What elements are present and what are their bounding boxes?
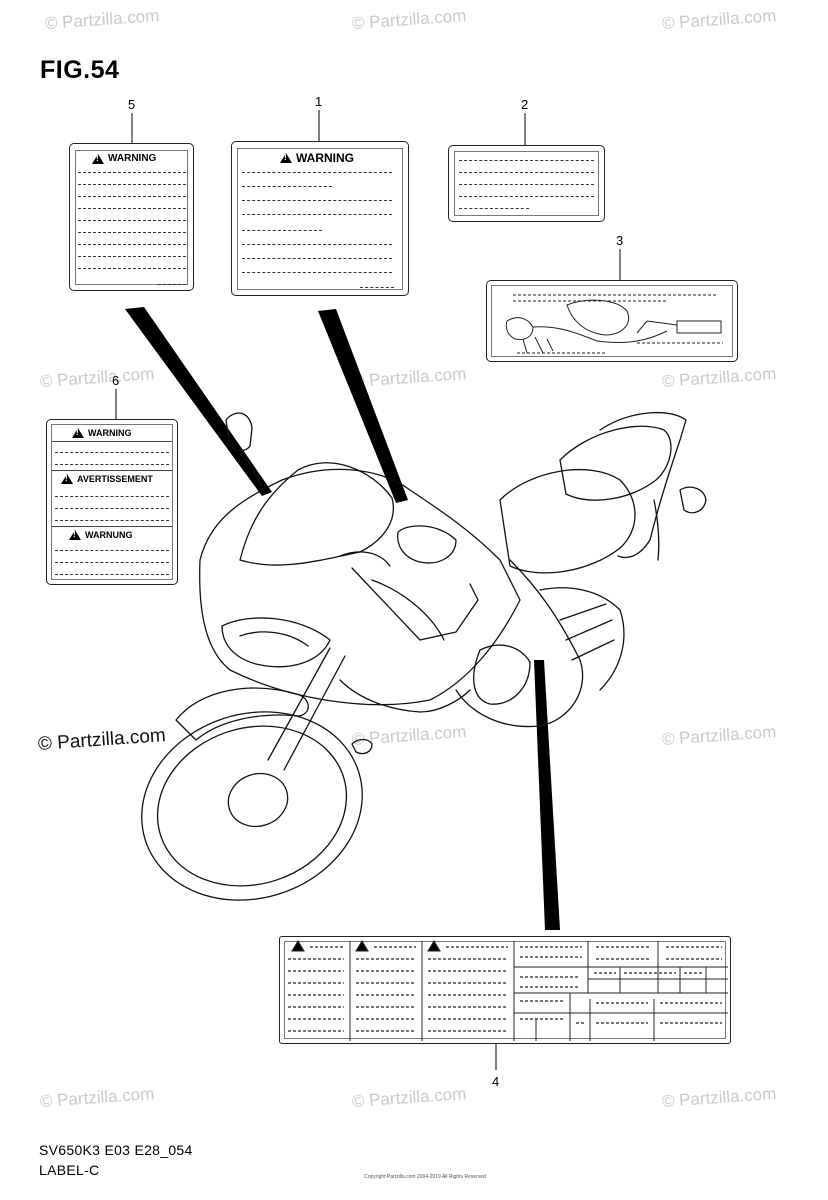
label-6-heading-fr: AVERTISSEMENT (61, 474, 153, 484)
label-4-card (279, 936, 731, 1044)
hose-routing-diagram (505, 294, 723, 354)
figure-title: FIG.54 (40, 56, 120, 84)
callout-4: 4 (492, 1074, 500, 1089)
callout-1: 1 (315, 94, 323, 109)
label-6-heading-en-text: WARNING (88, 428, 132, 438)
label-5-heading-text: WARNING (108, 153, 157, 164)
label-6-heading-fr-text: AVERTISSEMENT (77, 474, 153, 484)
callout-3: 3 (616, 233, 624, 248)
motorcycle-outline (141, 411, 707, 901)
drawing-code: SV650K3 E03 E28_054 (39, 1142, 193, 1158)
warning-triangle-icon (61, 474, 73, 484)
warning-triangle-icon (72, 428, 84, 438)
callout-6: 6 (112, 373, 120, 388)
warning-triangle-icon (69, 530, 81, 540)
warning-triangle-icon (92, 153, 104, 164)
drawing-name: LABEL-C (39, 1162, 100, 1178)
label-5-card: WARNING (69, 143, 194, 291)
label-5-heading: WARNING (92, 153, 156, 164)
copyright-note: Copyright Partzilla.com 2004-2019 All Ri… (364, 1174, 486, 1180)
label-6-heading-de: WARNUNG (69, 530, 133, 540)
label-3-card (486, 280, 738, 362)
label-1-heading: WARNING (280, 151, 354, 165)
callout-2: 2 (521, 97, 529, 112)
label-6-heading-de-text: WARNUNG (85, 530, 133, 540)
label-6-heading-en: WARNING (72, 428, 132, 438)
label-1-card: WARNING (231, 141, 409, 296)
label-2-card (448, 145, 605, 222)
warning-triangle-icon (280, 153, 292, 163)
label-1-heading-text: WARNING (296, 151, 354, 165)
callout-5: 5 (128, 97, 136, 112)
label-6-card: WARNING AVERTISSEMENT WARNUNG (46, 419, 178, 585)
label-4-content (288, 940, 728, 1041)
